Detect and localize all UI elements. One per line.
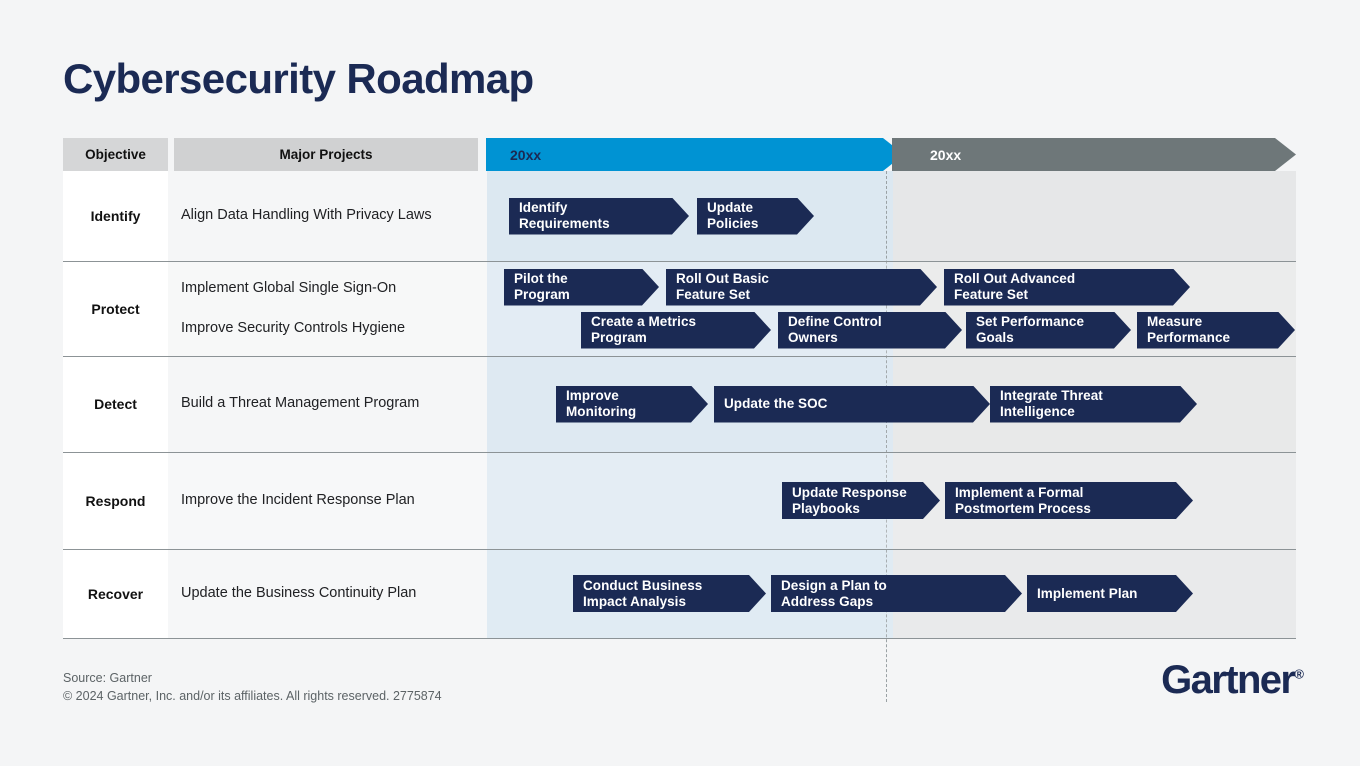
header-objective: Objective [63,138,168,171]
objective-column-band [63,171,168,638]
roadmap-table: Objective Major Projects 20xx 20xx Ident… [63,138,1296,702]
milestone-label-line: Measure [1147,314,1203,330]
milestone-label-line: Policies [707,216,759,231]
objective-label: Identify [90,208,141,224]
milestone-label-line: Feature Set [954,287,1029,302]
header-phase-2: 20xx [892,138,1296,171]
milestone-label-line: Program [514,287,570,302]
project-name: Improve the Incident Response Plan [181,491,415,508]
footer-source: Source: Gartner [63,671,152,685]
milestone-label-line: Program [591,330,647,345]
major-projects-column-band [168,171,487,638]
milestone-label-line: Postmortem Process [955,500,1091,516]
milestone-label-line: Feature Set [676,287,751,302]
milestone-label-line: Set Performance [976,314,1085,330]
major-projects-cell: Build a Threat Management Program [168,356,487,452]
milestone-label-line: Integrate Threat [1000,388,1103,404]
row-separator [63,549,1296,550]
milestone-label-line: Identify [519,200,568,216]
major-projects-cell: Align Data Handling With Privacy Laws [168,171,487,261]
milestone-label-line: Impact Analysis [583,593,687,609]
milestone-label-line: Playbooks [792,500,860,516]
row-separator [63,356,1296,357]
table-bottom-separator [63,638,1296,639]
milestone-label-line: Roll Out Basic [676,271,769,287]
milestone-label-line: Create a Metrics [591,314,697,330]
milestone-label-line: Intelligence [1000,404,1075,419]
registered-mark-icon: ® [1294,666,1304,682]
milestone-label-line: Update Response [792,484,907,500]
objective-label: Recover [87,585,144,602]
milestone-label-line: Implement a Formal [955,484,1084,500]
header-phase-1: 20xx [486,138,904,171]
milestone-label-line: Define Control [788,314,882,330]
milestone-label-line: Update [707,200,754,216]
milestone-label-line: Conduct Business [583,577,703,593]
footer: Source: Gartner © 2024 Gartner, Inc. and… [63,670,442,706]
milestone-label-line: Improve [566,388,619,404]
row-separator [63,261,1296,262]
header-major-projects: Major Projects [174,138,478,171]
milestone-label-line: Address Gaps [781,593,874,609]
milestone-label-line: Update the SOC [724,396,828,412]
footer-copyright: © 2024 Gartner, Inc. and/or its affiliat… [63,688,442,703]
objective-label: Protect [91,300,140,317]
project-name: Implement Global Single Sign-On [181,279,397,296]
major-projects-cell: Improve the Incident Response Plan [168,452,487,549]
row-separator [63,452,1296,453]
milestone-label-line: Roll Out Advanced [954,271,1076,287]
gartner-wordmark: Gartner [1161,658,1296,702]
milestone-chevron[interactable]: Update the SOC [714,386,990,423]
objective-label: Detect [94,396,137,412]
objective-label: Respond [85,492,146,509]
milestone-label-line: Performance [1147,330,1231,345]
page-title: Cybersecurity Roadmap [63,55,534,102]
milestone-label-line: Implement Plan [1037,585,1138,601]
phase-divider-line [886,171,887,702]
gartner-logo: Gartner® [1161,658,1304,703]
milestone-label-line: Owners [788,330,838,345]
milestone-label-line: Pilot the [514,271,568,287]
milestone-label-line: Goals [976,330,1014,345]
project-name: Build a Threat Management Program [181,395,420,412]
milestone-label-line: Requirements [519,216,610,231]
project-name: Update the Business Continuity Plan [181,584,417,601]
milestone-label-line: Monitoring [566,404,637,419]
project-name: Align Data Handling With Privacy Laws [181,207,432,224]
major-projects-cell: Update the Business Continuity Plan [168,549,487,638]
milestone-chevron[interactable]: Implement Plan [1027,575,1193,612]
project-name: Improve Security Controls Hygiene [181,319,406,336]
table-header-row: Objective Major Projects 20xx 20xx [63,138,1296,171]
milestone-label-line: Design a Plan to [781,577,887,593]
